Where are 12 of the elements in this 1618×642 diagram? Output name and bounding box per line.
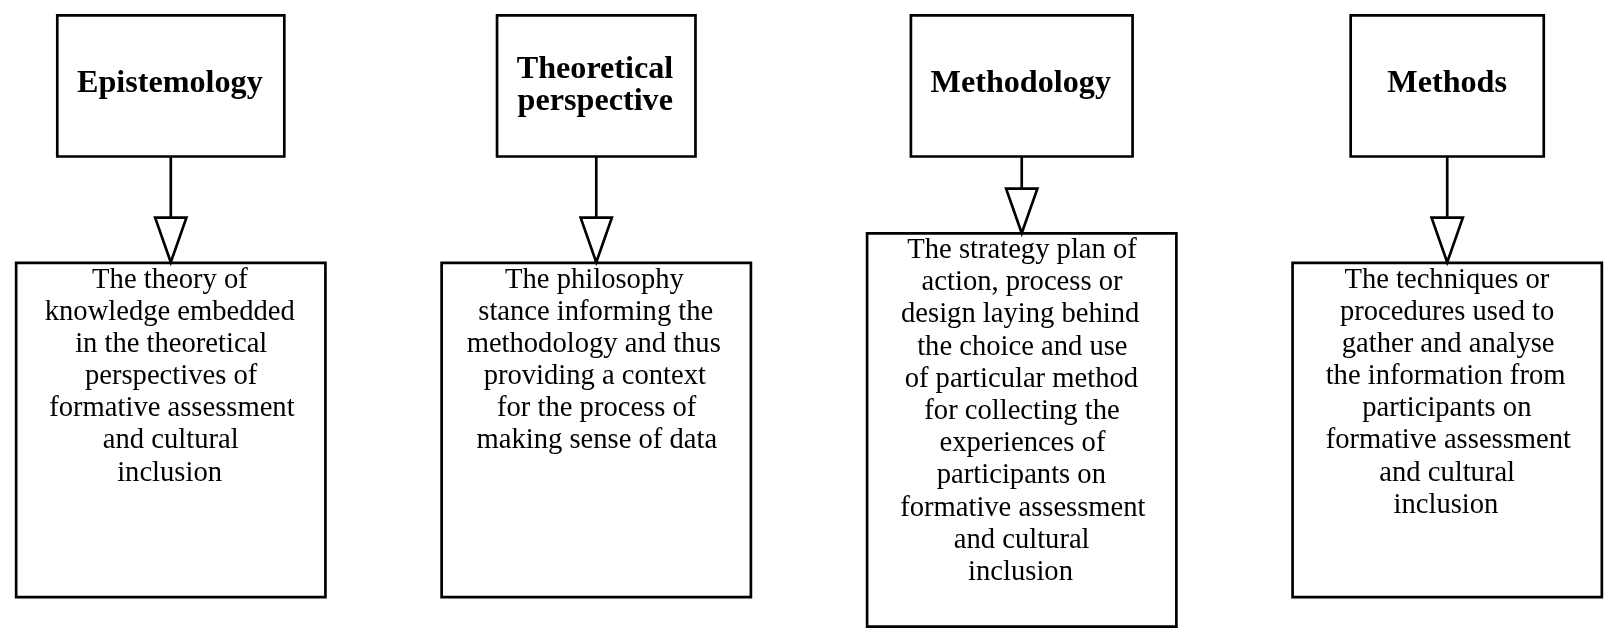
node-box: Theoretical perspective — [495, 13, 697, 158]
node-box: Methodology — [909, 13, 1134, 158]
node-box: The theory of knowledge embedded in the theoretical perspectives of formative assessment and cultural inclusion — [14, 261, 327, 599]
arrow — [1429, 156, 1465, 267]
node-box: Methods — [1349, 13, 1546, 158]
arrow — [153, 156, 189, 267]
node-box: The philosophy stance informing the methodology and thus providing a context for the process of making sense of data — [440, 261, 753, 599]
node-box: The strategy plan of action, process or design laying behind the choice and use of particular method for collecting the experiences of participants on formative assessment and cultural inclusion — [865, 232, 1178, 629]
node-box: The techniques or procedures used to gather and analyse the information from participants on formative assessment and cultural inclusion — [1291, 261, 1604, 599]
arrow — [1004, 156, 1040, 238]
node-box: Epistemology — [55, 13, 286, 158]
arrow — [578, 156, 614, 267]
